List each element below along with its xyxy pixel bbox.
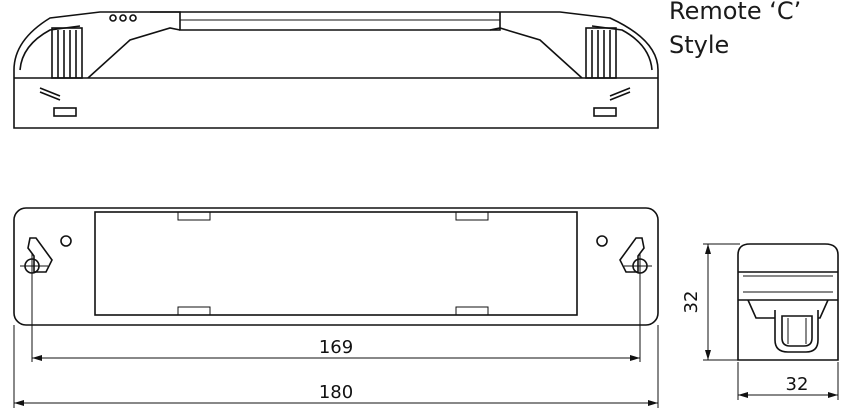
dimension-169: 169 — [31, 278, 641, 362]
left-cable-clamp — [39, 87, 77, 117]
dimension-180-label: 180 — [319, 382, 353, 403]
top-view: 169 180 — [13, 207, 659, 408]
side-view — [13, 11, 659, 129]
left-mounting-slot — [20, 235, 72, 280]
dimension-169-label: 169 — [319, 337, 353, 358]
title-line-2: Style — [669, 31, 730, 59]
dimension-180: 180 — [13, 325, 659, 408]
dimension-end-width: 32 — [737, 362, 839, 400]
dimension-end-height-label: 32 — [681, 291, 702, 314]
right-cable-clamp — [593, 87, 631, 117]
right-terminal-block — [585, 27, 617, 79]
left-terminal-block — [51, 27, 83, 79]
dimension-end-width-label: 32 — [786, 374, 809, 395]
right-mounting-slot — [596, 235, 652, 280]
end-view: 32 32 — [681, 243, 839, 400]
dimension-end-height: 32 — [681, 243, 740, 361]
title-line-1: Remote ‘C’ — [669, 0, 802, 25]
